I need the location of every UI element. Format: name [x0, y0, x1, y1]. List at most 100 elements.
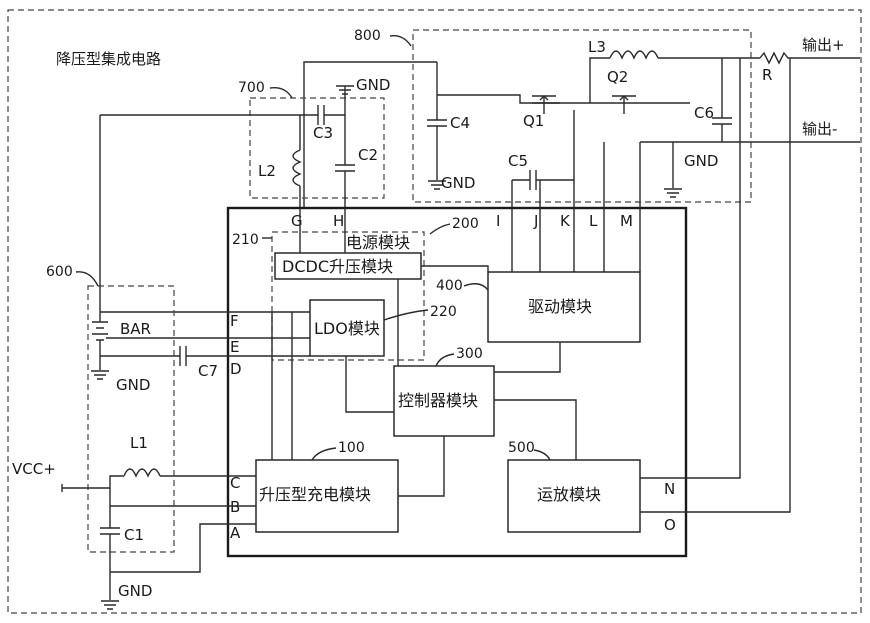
inductor-l3	[609, 50, 659, 60]
capacitor-c6	[712, 58, 732, 142]
pin-c: C	[230, 474, 240, 492]
wire-ldo-controller	[345, 356, 394, 413]
controller-module-label: 控制器模块	[398, 391, 478, 410]
label-c4: C4	[450, 114, 470, 132]
wire-dcdc-drive	[421, 265, 489, 272]
wires-g-h-dcdc	[299, 208, 346, 253]
capacitor-c1	[100, 506, 120, 572]
dcdc-boost-module	[274, 252, 422, 280]
power-module-outline	[271, 231, 425, 361]
ref-400-leader	[463, 283, 489, 291]
ref-600: 600	[46, 264, 73, 280]
label-bar: BAR	[120, 320, 151, 338]
drive-module-label: 驱动模块	[528, 297, 592, 316]
capacitor-c7	[179, 346, 198, 366]
ref-400: 400	[436, 278, 463, 294]
ref-200-leader	[429, 223, 451, 235]
ground-symbol-800	[664, 142, 682, 198]
battery-bar	[92, 321, 108, 341]
transistor-q2	[612, 95, 636, 114]
ref-800-leader	[389, 35, 412, 47]
pin-n: N	[664, 480, 675, 498]
ref-200: 200	[452, 216, 479, 232]
label-output-pos: 输出+	[802, 36, 845, 54]
ground-symbol-700	[336, 85, 354, 95]
pin-m: M	[620, 212, 633, 230]
capacitor-c4	[427, 62, 447, 190]
wire-controller-charge	[398, 436, 445, 497]
pin-a: A	[230, 524, 241, 542]
inductor-l1	[123, 468, 161, 478]
controller-module	[393, 365, 495, 437]
wire-to-l3	[589, 57, 610, 103]
label-gnd-bar: GND	[116, 376, 150, 394]
ref-300: 300	[456, 346, 483, 362]
ground-symbol-c1	[101, 572, 119, 610]
ref-300-leader	[435, 353, 455, 367]
pin-i: I	[496, 212, 500, 230]
ref-800: 800	[354, 28, 381, 44]
ref-210: 210	[232, 232, 259, 248]
capacitor-c3	[300, 105, 345, 125]
pin-e: E	[230, 338, 239, 356]
ref-220: 220	[430, 304, 457, 320]
ref-100: 100	[338, 440, 365, 456]
label-c1: C1	[124, 526, 144, 544]
inductor-l2	[292, 149, 302, 187]
block-700-outline	[249, 97, 385, 199]
pin-h: H	[333, 212, 344, 230]
wire-drive-controller	[494, 342, 561, 373]
boost-charge-label: 升压型充电模块	[259, 485, 371, 504]
wire-controller-opamp	[494, 399, 577, 460]
ldo-module	[309, 299, 385, 357]
label-gnd-c1: GND	[118, 582, 152, 600]
ref-700-leader	[269, 87, 293, 99]
label-output-neg: 输出-	[802, 120, 837, 138]
capacitor-c2	[335, 86, 355, 208]
label-l2: L2	[258, 162, 276, 180]
label-gnd-c4: GND	[441, 174, 475, 192]
transistor-q1	[532, 95, 556, 114]
block-800-outline	[412, 29, 752, 203]
wires-drive-pins	[511, 142, 641, 272]
ref-220-leader	[383, 309, 429, 321]
label-c3: C3	[313, 124, 333, 142]
pin-f: F	[230, 312, 239, 330]
ref-600-leader	[75, 271, 99, 287]
pin-g: G	[291, 212, 303, 230]
resistor-r	[759, 51, 860, 65]
pin-b: B	[230, 498, 240, 516]
dcdc-boost-label: DCDC升压模块	[282, 257, 393, 276]
opamp-module-label: 运放模块	[537, 485, 601, 504]
wire-vcc	[61, 475, 124, 492]
label-c7: C7	[198, 362, 218, 380]
label-l1: L1	[130, 434, 148, 452]
opamp-module	[507, 459, 641, 533]
label-r: R	[762, 66, 772, 84]
block-600-outline	[87, 285, 175, 553]
label-q1: Q1	[523, 112, 544, 130]
label-gnd-700: GND	[356, 76, 390, 94]
label-c5: C5	[508, 152, 528, 170]
ldo-module-label: LDO模块	[314, 319, 380, 338]
wire-n-to-output	[640, 58, 741, 479]
label-gnd-c6: GND	[684, 152, 718, 170]
wire-a	[110, 523, 256, 573]
ground-symbol-bar	[91, 370, 109, 380]
wire-h-to-c4	[303, 61, 437, 208]
label-c2: C2	[358, 146, 378, 164]
boost-charge-module	[255, 459, 399, 533]
label-c6: C6	[694, 104, 714, 122]
ref-700: 700	[238, 80, 265, 96]
drive-module	[487, 271, 641, 343]
label-l3: L3	[588, 38, 606, 56]
label-q2: Q2	[607, 68, 628, 86]
pin-o: O	[664, 516, 676, 534]
label-vcc: VCC+	[12, 460, 56, 478]
wire-o-to-r	[640, 58, 791, 513]
pin-d: D	[230, 360, 242, 378]
outer-dashed-border	[7, 9, 862, 614]
ref-100-leader	[311, 447, 337, 461]
pin-l: L	[589, 212, 598, 230]
